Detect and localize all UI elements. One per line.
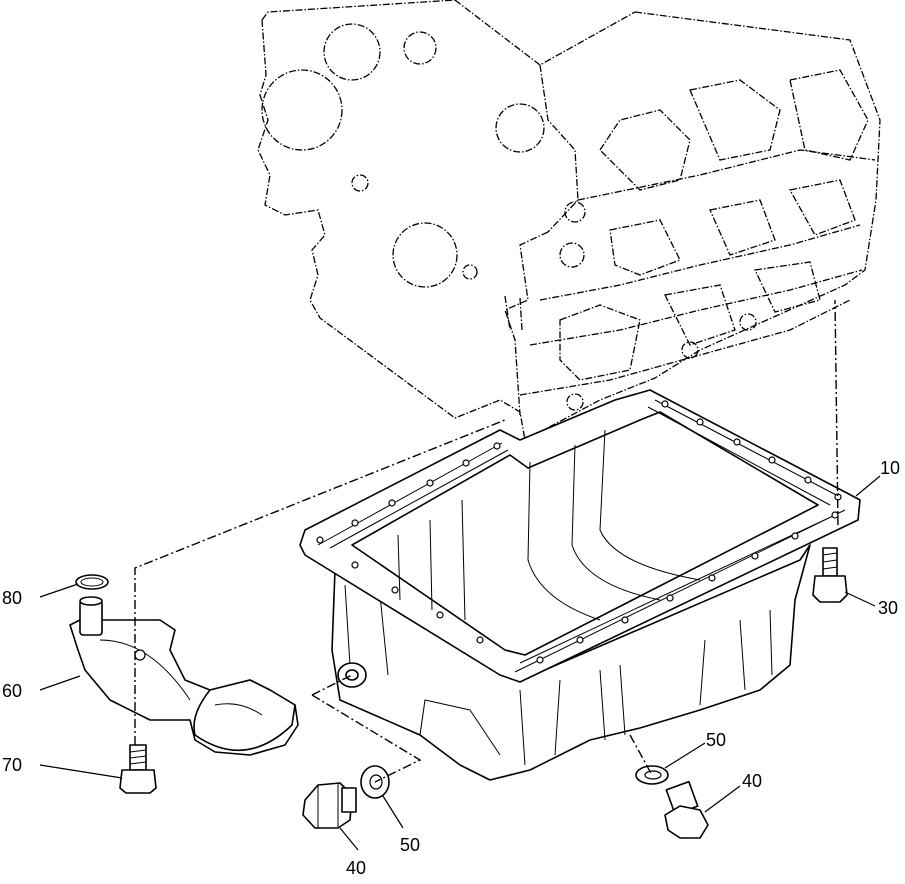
drain-plug-right: [664, 780, 709, 839]
callout-40-left: 40: [346, 858, 366, 878]
oil-strainer: [69, 596, 299, 756]
oil-pan: [299, 389, 861, 781]
callout-labels: 10 30 80 60 70 50 40 50 40: [2, 458, 900, 878]
pan-bolt: [812, 547, 848, 603]
callout-80: 80: [2, 588, 22, 608]
callout-50-left: 50: [400, 835, 420, 855]
callout-10: 10: [880, 458, 900, 478]
strainer-bolt: [119, 744, 157, 794]
o-ring: [75, 574, 109, 590]
assembly-centerlines: [134, 299, 839, 783]
callout-70: 70: [2, 755, 22, 775]
washer-right: [635, 765, 669, 785]
callout-50-right: 50: [706, 730, 726, 750]
callout-leaders: [39, 475, 881, 851]
engine-block-phantom: [257, 0, 881, 441]
flange-bolt-holes: [316, 400, 842, 664]
callout-60: 60: [2, 681, 22, 701]
drain-plug-left: [302, 782, 357, 829]
callout-30: 30: [878, 598, 898, 618]
callout-40-right: 40: [742, 771, 762, 791]
